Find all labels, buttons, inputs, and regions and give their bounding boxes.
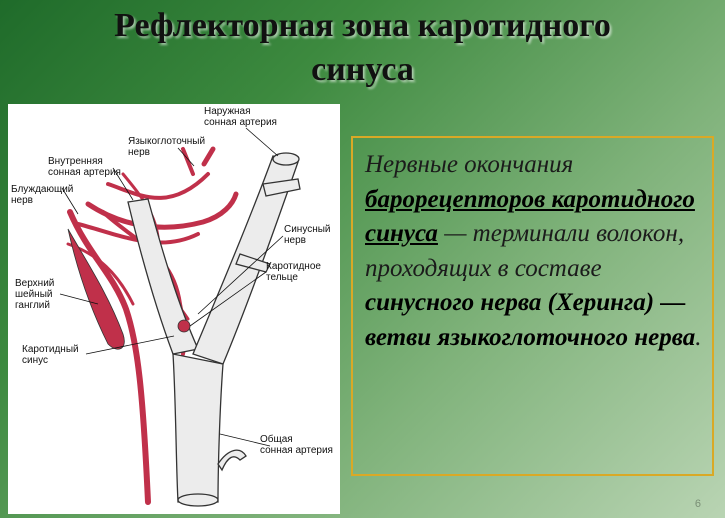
carotid-body-shape <box>177 319 191 333</box>
external-carotid-lumen <box>272 152 300 166</box>
page-number: 6 <box>694 498 701 510</box>
common-carotid-lumen <box>177 493 219 507</box>
description-box: Нервные окончания барорецепторов каротид… <box>351 136 714 476</box>
label-vagus: Блуждающий нерв <box>11 184 74 206</box>
carotid-sinus-diagram: Наружная сонная артерия Языкоглоточный н… <box>8 104 340 514</box>
glossopharyngeal-nerve <box>85 191 239 230</box>
vagus-nerve <box>67 209 151 505</box>
label-sinus-nerve: Синусный нерв <box>284 224 331 246</box>
glossopharyngeal-top <box>201 146 216 167</box>
diagram-drawing <box>59 127 301 507</box>
text-baroreceptors: барорецепторов каротидного синуса <box>365 185 695 248</box>
text-period: . <box>695 323 702 351</box>
text-terminals: — терминали волокон, проходящих в состав… <box>365 220 685 282</box>
label-glossopharyngeal: Языкоглоточный нерв <box>128 136 206 158</box>
nerve-plexus-2 <box>106 172 210 200</box>
slide-title: Рефлекторная зона каротидного синуса <box>0 4 725 92</box>
label-internal-carotid: Внутренняя сонная артерия <box>48 156 121 178</box>
label-common-carotid: Общая сонная артерия <box>260 434 333 456</box>
text-sinus-nerve: синусного нерва (Херинга) — ветви языког… <box>365 289 696 351</box>
title-line-1: Рефлекторная зона каротидного <box>114 7 611 44</box>
text-intro: Нервные окончания <box>365 151 574 178</box>
artery-branch-upper <box>262 178 301 197</box>
label-carotid-sinus: Каротидный синус <box>22 344 79 366</box>
internal-carotid-artery <box>127 198 199 355</box>
nerve-top-branch <box>181 147 195 176</box>
arteries <box>127 152 301 507</box>
artery-branch-common <box>217 449 247 472</box>
label-superior-ganglion: Верхний шейный ганглий <box>15 278 55 311</box>
label-carotid-body: Каротидное тельце <box>266 261 321 283</box>
common-carotid-artery <box>172 353 224 503</box>
superior-ganglion-shape <box>67 228 125 350</box>
title-line-2: синуса <box>311 51 414 88</box>
label-leaders <box>59 127 284 447</box>
label-external-carotid: Наружная сонная артерия <box>204 106 277 128</box>
